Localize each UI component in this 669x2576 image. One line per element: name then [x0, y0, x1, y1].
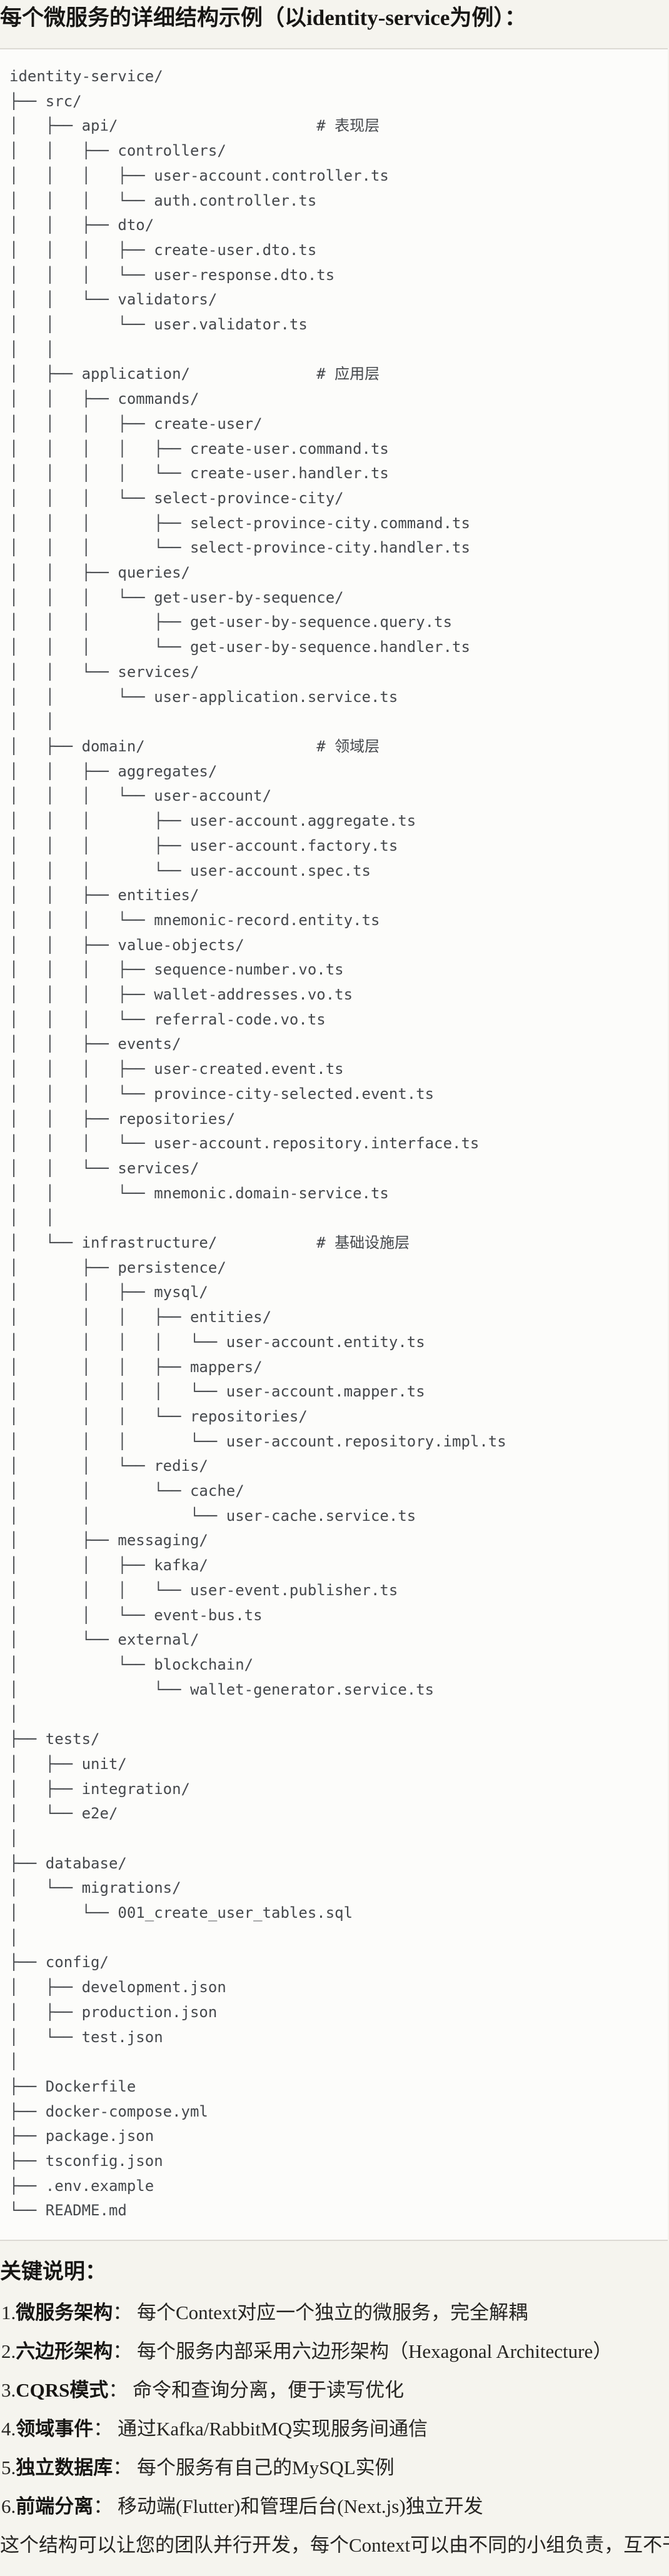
note-text: ： 每个服务内部采用六边形架构（Hexagonal Architecture） [113, 2340, 613, 2363]
closing-paragraph: 这个结构可以让您的团队并行开发，每个Context可以由不同的小组负责，互不干扰… [0, 2534, 669, 2557]
code-block: identity-service/ ├── src/ │ ├── api/ # … [0, 48, 668, 2242]
note-label: CQRS模式 [16, 2379, 109, 2402]
note-number: 3. [1, 2379, 16, 2402]
note-number: 5. [1, 2457, 16, 2479]
note-item: 5.独立数据库： 每个服务有自己的MySQL实例 [1, 2448, 669, 2487]
note-item: 3.CQRS模式： 命令和查询分离，便于读写优化 [1, 2371, 669, 2410]
note-number: 4. [1, 2418, 16, 2440]
note-item: 2.六边形架构： 每个服务内部采用六边形架构（Hexagonal Archite… [1, 2332, 669, 2371]
directory-tree: identity-service/ ├── src/ │ ├── api/ # … [9, 68, 506, 2220]
note-number: 2. [1, 2340, 16, 2363]
note-item: 6.前端分离： 移动端(Flutter)和管理后台(Next.js)独立开发 [1, 2487, 669, 2526]
note-label: 六边形架构 [16, 2340, 113, 2363]
note-item: 1.微服务架构： 每个Context对应一个独立的微服务，完全解耦 [1, 2293, 669, 2332]
note-number: 1. [1, 2302, 16, 2324]
note-label: 领域事件 [16, 2418, 94, 2440]
note-label: 前端分离 [16, 2495, 94, 2518]
note-text: ： 每个服务有自己的MySQL实例 [113, 2457, 395, 2479]
note-item: 4.领域事件： 通过Kafka/RabbitMQ实现服务间通信 [1, 2410, 669, 2448]
note-text: ： 通过Kafka/RabbitMQ实现服务间通信 [93, 2418, 428, 2440]
note-text: ： 命令和查询分离，便于读写优化 [108, 2379, 405, 2402]
note-text: ： 移动端(Flutter)和管理后台(Next.js)独立开发 [93, 2495, 483, 2518]
note-label: 微服务架构 [16, 2302, 113, 2324]
page-title: 每个微服务的详细结构示例（以identity-service为例）： [0, 6, 526, 30]
notes-heading: 关键说明： [0, 2260, 106, 2284]
note-label: 独立数据库 [16, 2457, 113, 2479]
note-text: ： 每个Context对应一个独立的微服务，完全解耦 [113, 2302, 528, 2324]
note-number: 6. [1, 2495, 16, 2518]
